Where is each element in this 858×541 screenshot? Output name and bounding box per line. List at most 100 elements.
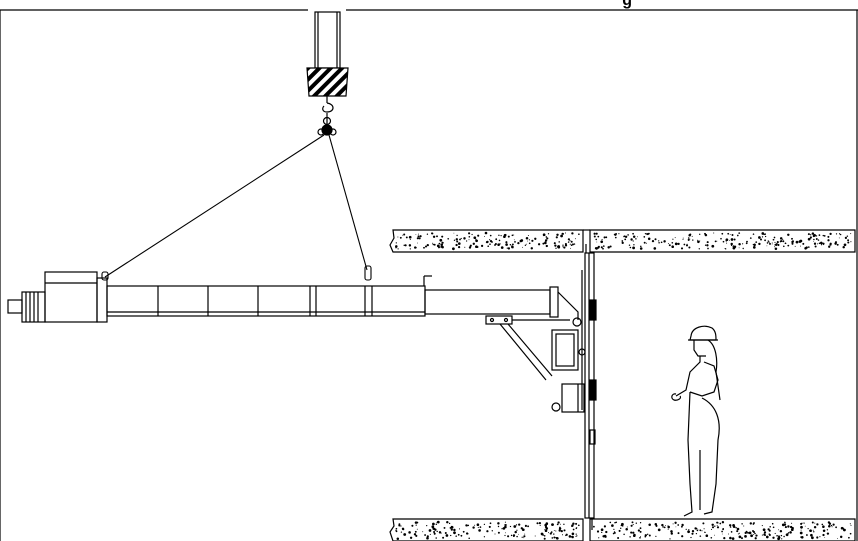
speckle-dot: [630, 524, 633, 527]
speckle-dot: [516, 535, 518, 538]
speckle-dot: [710, 537, 713, 539]
speckle-dot: [783, 245, 785, 248]
speckle-dot: [647, 237, 651, 241]
speckle-dot: [722, 527, 724, 530]
speckle-dot: [769, 526, 771, 528]
speckle-dot: [832, 523, 835, 526]
speckle-dot: [436, 244, 440, 248]
speckle-dot: [609, 521, 612, 524]
speckle-dot: [467, 524, 470, 527]
speckle-dot: [772, 536, 775, 539]
speckle-dot: [441, 241, 444, 244]
speckle-dot: [818, 242, 821, 245]
speckle-dot: [804, 247, 807, 250]
speckle-dot: [623, 235, 625, 238]
speckle-dot: [636, 236, 638, 238]
speckle-dot: [558, 241, 560, 243]
speckle-dot: [847, 239, 850, 242]
speckle-dot: [477, 526, 479, 528]
speckle-dot: [645, 233, 647, 235]
speckle-dot: [426, 243, 429, 247]
speckle-dot: [472, 526, 475, 529]
speckle-dot: [475, 238, 477, 240]
speckle-dot: [681, 523, 684, 527]
speckle-dot: [400, 525, 402, 527]
speckle-dot: [807, 528, 809, 530]
speckle-dot: [426, 536, 429, 540]
speckle-dot: [811, 536, 814, 540]
speckle-dot: [435, 523, 438, 525]
speckle-dot: [423, 246, 425, 249]
speckle-dot: [680, 247, 684, 250]
speckle-dot: [654, 238, 657, 241]
speckle-dot: [450, 525, 454, 529]
speckle-dot: [504, 532, 506, 534]
speckle-dot: [696, 529, 699, 532]
speckle-dot: [564, 232, 567, 234]
speckle-dot: [452, 247, 455, 251]
speckle-dot: [764, 235, 767, 238]
speckle-dot: [657, 528, 661, 532]
speckle-dot: [575, 533, 577, 535]
speckle-dot: [555, 247, 557, 249]
speckle-dot: [474, 524, 476, 526]
speckle-dot: [729, 526, 732, 528]
speckle-dot: [827, 235, 830, 238]
speckle-dot: [511, 245, 513, 247]
speckle-dot: [572, 243, 574, 246]
speckle-dot: [557, 245, 561, 248]
speckle-dot: [433, 530, 436, 534]
speckle-dot: [727, 232, 730, 235]
speckle-dot: [489, 243, 491, 245]
speckle-dot: [453, 232, 455, 234]
speckle-dot: [828, 245, 831, 248]
speckle-dot: [785, 533, 789, 537]
speckle-dot: [648, 523, 651, 526]
speckle-dot: [773, 236, 776, 239]
speckle-dot: [789, 531, 792, 534]
speckle-dot: [809, 529, 812, 533]
speckle-dot: [632, 240, 634, 242]
speckle-dot: [771, 522, 774, 525]
speckle-dot: [713, 232, 715, 234]
speckle-dot: [517, 241, 520, 245]
speckle-dot: [429, 533, 431, 535]
speckle-dot: [699, 233, 701, 235]
speckle-dot: [838, 237, 840, 239]
speckle-dot: [632, 235, 636, 238]
speckle-dot: [435, 537, 437, 539]
speckle-dot: [737, 533, 739, 535]
speckle-dot: [498, 234, 500, 237]
speckle-dot: [667, 525, 669, 527]
speckle-dot: [805, 534, 808, 536]
speckle-dot: [843, 243, 847, 247]
speckle-dot: [395, 242, 397, 244]
speckle-dot: [822, 234, 825, 237]
speckle-dot: [626, 526, 628, 528]
speckle-dot: [465, 240, 468, 242]
speckle-dot: [695, 532, 698, 535]
speckle-dot: [402, 234, 404, 236]
speckle-dot: [787, 233, 790, 237]
speckle-dot: [800, 245, 801, 247]
rigging-slings: [101, 134, 372, 281]
speckle-dot: [424, 245, 428, 248]
speckle-dot: [526, 240, 528, 242]
speckle-dot: [664, 525, 666, 527]
speckle-dot: [518, 533, 519, 535]
speckle-dot: [506, 247, 508, 249]
speckle-dot: [732, 524, 735, 527]
speckle-dot: [627, 234, 629, 236]
speckle-dot: [813, 234, 816, 237]
speckle-dot: [766, 242, 769, 244]
speckle-dot: [543, 235, 545, 237]
speckle-dot: [749, 522, 752, 525]
speckle-dot: [663, 240, 666, 243]
speckle-dot: [747, 531, 749, 534]
speckle-dot: [658, 242, 660, 244]
speckle-dot: [602, 245, 605, 247]
speckle-dot: [813, 242, 817, 245]
speckle-dot: [782, 240, 785, 243]
speckle-dot: [527, 234, 529, 237]
